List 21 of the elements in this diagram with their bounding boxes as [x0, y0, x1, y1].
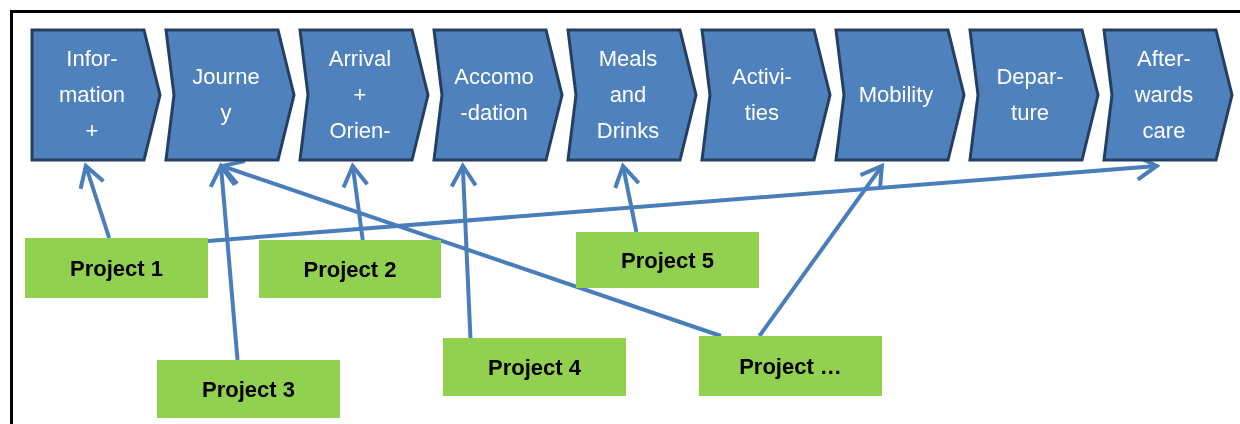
- project-box: Project …: [699, 336, 882, 396]
- arrow: [341, 164, 370, 241]
- project-box: Project 1: [25, 238, 208, 298]
- project-box: Project 5: [576, 232, 759, 288]
- step-label: Arrival + Orien-: [328, 45, 392, 145]
- step-label: Accomo -dation: [454, 63, 534, 127]
- project-box: Project 3: [157, 360, 340, 418]
- arrow: [613, 164, 641, 233]
- step-label: Journe y: [192, 63, 260, 127]
- arrow: [78, 164, 112, 239]
- step-label: Infor- mation +: [59, 45, 125, 145]
- step-label: Depar- ture: [996, 63, 1064, 127]
- step-label: After- wards care: [1134, 45, 1194, 145]
- step-label: Mobility: [858, 81, 934, 109]
- project-box: Project 2: [259, 240, 441, 298]
- step-label: Meals and Drinks: [596, 45, 660, 145]
- step-label: Activi- ties: [732, 63, 792, 127]
- arrow: [757, 164, 884, 338]
- arrow: [449, 164, 478, 339]
- arrow: [208, 164, 240, 361]
- project-box: Project 4: [443, 338, 626, 396]
